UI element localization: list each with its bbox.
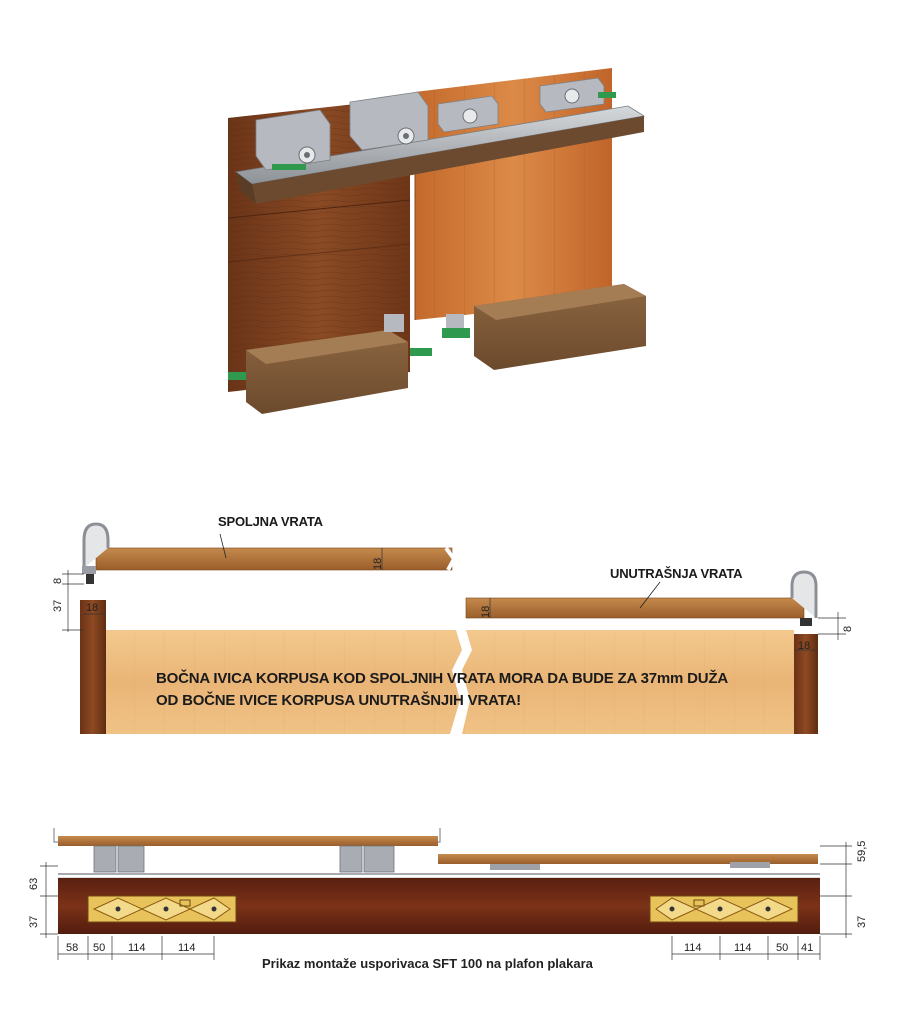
dim-right-2: 114 bbox=[734, 942, 752, 954]
roller-carriage-2 bbox=[349, 91, 429, 151]
top-rail-3d bbox=[235, 105, 646, 204]
roller-carriage-4 bbox=[539, 77, 616, 113]
dim-left-1: 58 bbox=[66, 942, 79, 954]
roller-carriage-1 bbox=[255, 109, 331, 171]
roller-carriage-3 bbox=[437, 95, 499, 133]
bottom-guide-left bbox=[228, 314, 432, 414]
dim-vertical-right-1: 59,5 bbox=[856, 840, 868, 862]
dim-inner-thickness: 18 bbox=[480, 605, 492, 618]
dim-right-3: 50 bbox=[776, 942, 789, 954]
bottom-guide-right bbox=[442, 284, 646, 370]
dim-left-offset: 37 bbox=[52, 599, 64, 612]
dim-left-gap: 8 bbox=[52, 577, 64, 584]
dim-left-4: 114 bbox=[178, 942, 196, 954]
dim-vertical-right-2: 37 bbox=[856, 915, 868, 928]
installation-note-line-1: BOČNA IVICA KORPUSA KOD SPOLJNIH VRATA M… bbox=[156, 670, 728, 687]
dim-left-panel: 18 bbox=[86, 602, 99, 614]
dim-right-1: 114 bbox=[684, 942, 702, 954]
installation-note: BOČNA IVICA KORPUSA KOD SPOLJNIH VRATA M… bbox=[156, 668, 776, 712]
dim-vertical-left-2: 37 bbox=[28, 915, 40, 928]
inner-door-label: UNUTRAŠNJA VRATA bbox=[610, 566, 743, 581]
dim-left-3: 114 bbox=[128, 942, 146, 954]
outer-door-label: SPOLJNA VRATA bbox=[218, 514, 323, 529]
dim-left-2: 50 bbox=[93, 942, 106, 954]
dim-right-4: 41 bbox=[801, 942, 814, 954]
dim-vertical-left-1: 63 bbox=[28, 877, 40, 890]
damper-caption: Prikaz montaže usporivaca SFT 100 na pla… bbox=[262, 956, 593, 971]
dim-right-gap: 8 bbox=[842, 625, 854, 632]
installation-note-line-2: OD BOČNE IVICE KORPUSA UNUTRAŠNJIH VRATA… bbox=[156, 692, 521, 709]
dim-outer-thickness: 18 bbox=[372, 557, 384, 570]
dim-right-panel: 18 bbox=[798, 640, 811, 652]
